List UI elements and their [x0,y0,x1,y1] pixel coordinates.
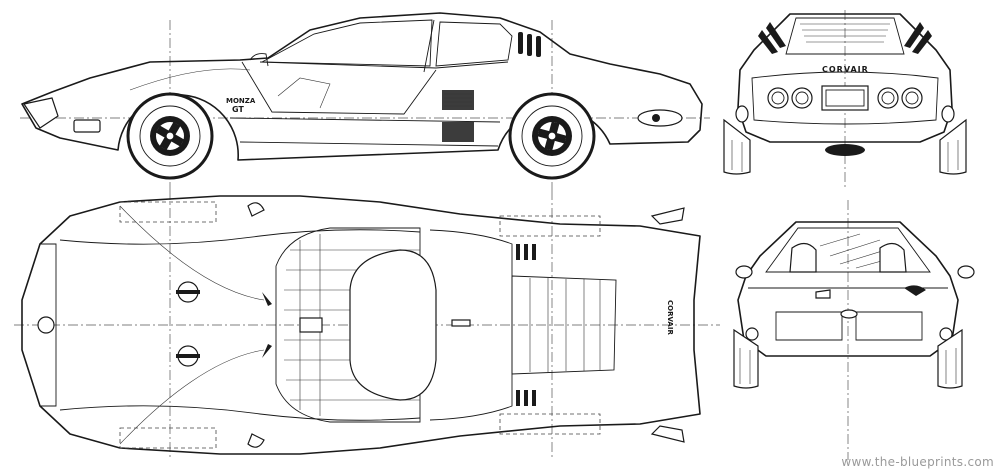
side-louvres [518,32,541,57]
side-rear-wheel [508,92,596,180]
watermark: www.the-blueprints.com [841,455,994,469]
front-view [733,200,975,460]
rear-louvres [758,22,932,54]
top-roof [349,249,437,401]
side-quarter-window [435,21,513,67]
top-side-mirrors [247,202,265,448]
side-headlight [23,97,59,129]
side-front-wheel [126,92,214,180]
rear-body-outline [737,13,953,143]
top-wiper-box [299,317,323,333]
side-body-outline [21,12,703,161]
side-window [260,19,433,67]
side-vents [442,90,474,142]
rear-exhaust [825,144,865,156]
rear-view: CORVAIR [723,10,967,190]
top-badge: CORVAIR [666,300,674,335]
side-mirror [249,53,269,67]
top-view: CORVAIR [14,190,720,460]
side-model-badge-line1: MONZA [226,97,256,105]
front-windscreen [765,227,931,273]
side-view: MONZA GT [20,12,710,190]
front-emblem [840,309,858,319]
front-tyres [733,328,963,389]
top-windscreen [275,227,421,423]
side-front-marker [73,119,101,133]
rear-tyres [723,118,967,175]
top-louvres [516,244,536,406]
top-engine-lid [511,275,617,375]
top-fuel-caps [176,281,200,367]
rear-window [785,17,905,55]
top-nose-lamp [37,316,55,334]
rear-lamps [767,87,923,109]
rear-badge: CORVAIR [822,65,869,74]
side-model-badge-line2: GT [232,105,244,114]
